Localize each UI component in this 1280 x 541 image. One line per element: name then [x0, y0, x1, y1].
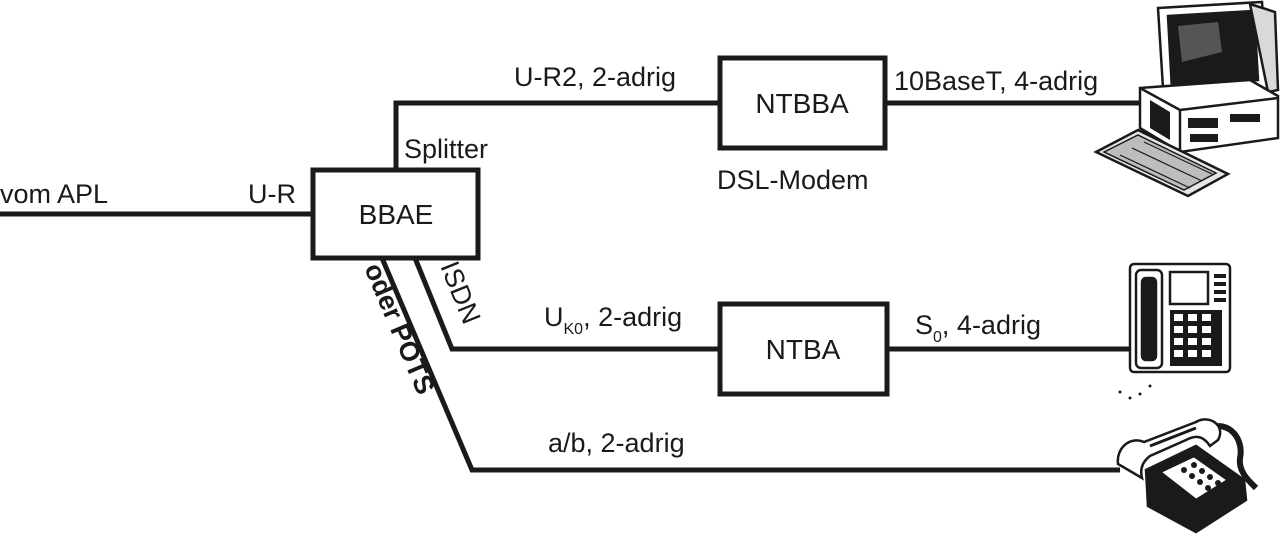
bbae-label: BBAE [359, 199, 434, 230]
u-r-label: U-R [248, 179, 296, 209]
ntba-label: NTBA [766, 334, 841, 365]
isdn-label: ISDN [434, 257, 486, 328]
splitter-label: Splitter [404, 134, 488, 164]
uk0-subscript: K0 [564, 321, 584, 338]
dsl-modem-label: DSL-Modem [717, 165, 869, 195]
s0-subscript: 0 [933, 329, 942, 346]
uk0-rest: , 2-adrig [583, 302, 682, 332]
uk0-label: UK0, 2-adrig [544, 302, 682, 338]
vom-apl-label: vom APL [0, 179, 108, 209]
oder-pots-label: oder POTS [358, 259, 440, 399]
analog-telephone-icon [1118, 419, 1256, 532]
ntbba-label: NTBBA [755, 88, 849, 119]
u-r2-label: U-R2, 2-adrig [514, 62, 676, 92]
s0-label: S0, 4-adrig [915, 310, 1041, 346]
10baset-label: 10BaseT, 4-adrig [894, 66, 1098, 96]
s0-rest: , 4-adrig [942, 310, 1041, 340]
ab-label: a/b, 2-adrig [548, 428, 685, 458]
computer-icon [1096, 2, 1278, 196]
s0-main: S [915, 310, 933, 340]
uk0-main: U [544, 302, 564, 332]
isdn-telephone-icon [1119, 264, 1231, 400]
